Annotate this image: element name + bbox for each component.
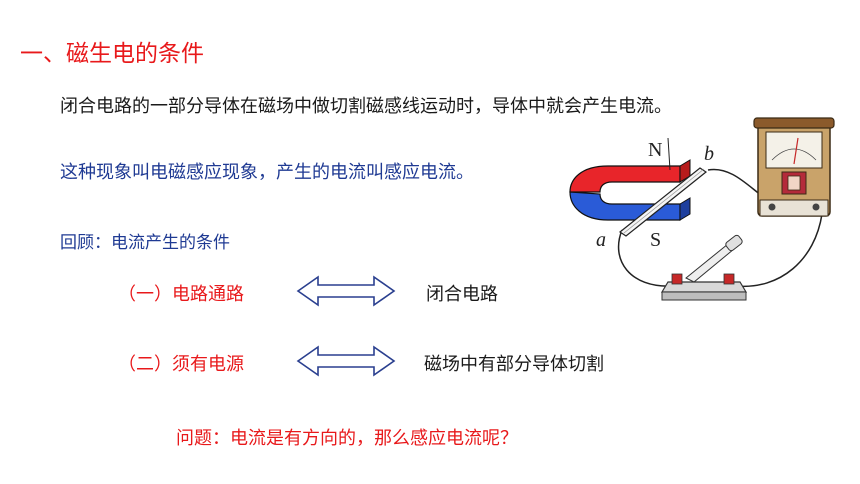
- question-text: 问题：电流是有方向的，那么感应电流呢？: [176, 428, 518, 449]
- condition-1-label: （一）电路通路: [118, 284, 244, 305]
- pole-n-label: N: [648, 139, 662, 161]
- slide-title: 一、磁生电的条件: [20, 41, 204, 67]
- wire-a-to-switch: [617, 229, 673, 287]
- wire-meter-to-switch: [735, 213, 823, 288]
- induction-apparatus-diagram: N S a b: [569, 117, 835, 301]
- phenomenon-text: 这种现象叫电磁感应现象，产生的电流叫感应电流。: [60, 162, 474, 183]
- meter-needle: [793, 137, 799, 165]
- review-heading: 回顾：电流产生的条件: [60, 233, 230, 253]
- end-b-label: b: [704, 143, 714, 165]
- conductor-rod: [618, 167, 708, 237]
- end-a-label: a: [596, 229, 606, 251]
- double-arrow-icon: [296, 275, 396, 307]
- condition-2-label: （二）须有电源: [118, 354, 244, 375]
- double-arrow-icon: [296, 345, 396, 377]
- terminal-icon: [768, 203, 776, 211]
- terminal-icon: [812, 203, 820, 211]
- condition-1-result: 闭合电路: [426, 284, 498, 305]
- galvanometer: [753, 117, 835, 217]
- definition-text: 闭合电路的一部分导体在磁场中做切割磁感线运动时，导体中就会产生电流。: [60, 96, 672, 117]
- pole-s-label: S: [650, 229, 661, 251]
- condition-2-result: 磁场中有部分导体切割: [424, 354, 604, 375]
- knife-switch: [660, 234, 748, 301]
